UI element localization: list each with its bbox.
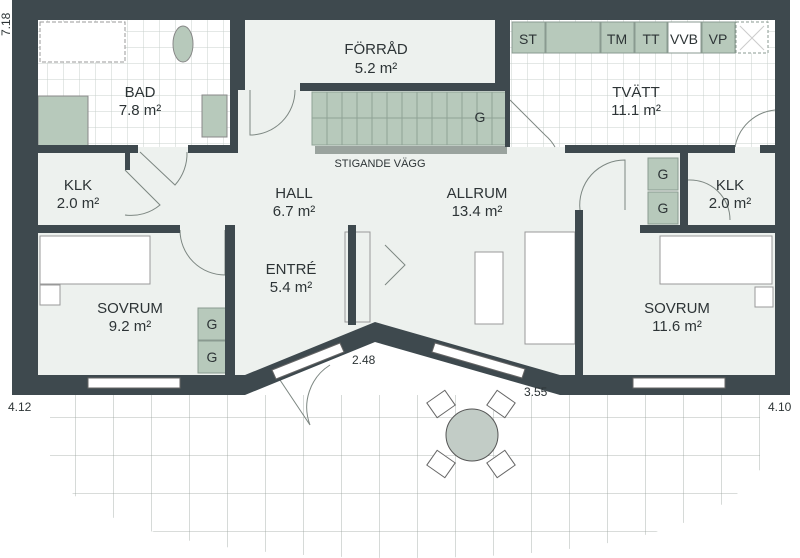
furniture [39,231,774,345]
dimension-right: 4.10 [768,400,792,414]
room-area-entre: 5.4 m² [270,279,313,296]
wardrobe-g: G [207,316,218,332]
stair-g-label: G [475,109,486,125]
room-area-forrad: 5.2 m² [355,60,398,77]
room-name-klk-left: KLK [64,177,92,194]
stair-wall-label: STIGANDE VÄGG [334,158,425,170]
room-area-klk-right: 2.0 m² [709,195,752,212]
dimension-front-right: 3.55 [524,385,548,399]
room-name-allrum: ALLRUM [447,185,508,202]
fixture-tt: TT [642,31,660,47]
room-name-sovrum-left: SOVRUM [97,300,163,317]
fixture-st: ST [519,31,537,47]
room-area-bad: 7.8 m² [119,102,162,119]
patio-table [445,408,499,462]
wardrobe-g: G [207,349,218,365]
room-name-tvatt: TVÄTT [612,84,660,101]
dimension-height: 7.18 [0,12,13,36]
staircase [311,91,508,146]
room-area-sovrum-right: 11.6 m² [652,318,702,335]
dimension-front-left: 2.48 [352,353,376,367]
stair-wall [315,146,507,154]
dimensions: 7.18 4.12 4.10 2.48 3.55 [0,12,792,414]
room-labels: BAD 7.8 m² FÖRRÅD 5.2 m² TVÄTT 11.1 m² K… [57,40,752,335]
wardrobes [197,157,679,374]
room-area-hall: 6.7 m² [273,203,316,220]
shower-icon [37,95,89,147]
room-area-sovrum-left: 9.2 m² [109,318,152,335]
room-area-klk-left: 2.0 m² [57,195,100,212]
room-name-entre: ENTRÉ [266,261,317,278]
fixture-vvb: VVB [670,31,698,47]
sink-icon [201,94,228,138]
room-name-sovrum-right: SOVRUM [644,300,710,317]
room-name-klk-right: KLK [716,177,744,194]
fixture-tm: TM [607,31,627,47]
patio [50,389,760,558]
room-area-allrum: 13.4 m² [452,203,503,220]
laundry-fixtures [511,21,769,54]
room-name-hall: HALL [275,185,313,202]
toilet-icon [172,25,194,63]
fixture-vp: VP [709,31,728,47]
windows [87,342,726,389]
wardrobe-g: G [658,200,669,216]
room-area-tvatt: 11.1 m² [611,102,661,119]
wardrobe-g: G [658,166,669,182]
patio-chairs [426,389,516,479]
room-name-forrad: FÖRRÅD [344,40,408,58]
room-name-bad: BAD [125,84,156,101]
doors [124,89,776,426]
dimension-left: 4.12 [8,400,32,414]
bathtub-icon [39,21,126,63]
